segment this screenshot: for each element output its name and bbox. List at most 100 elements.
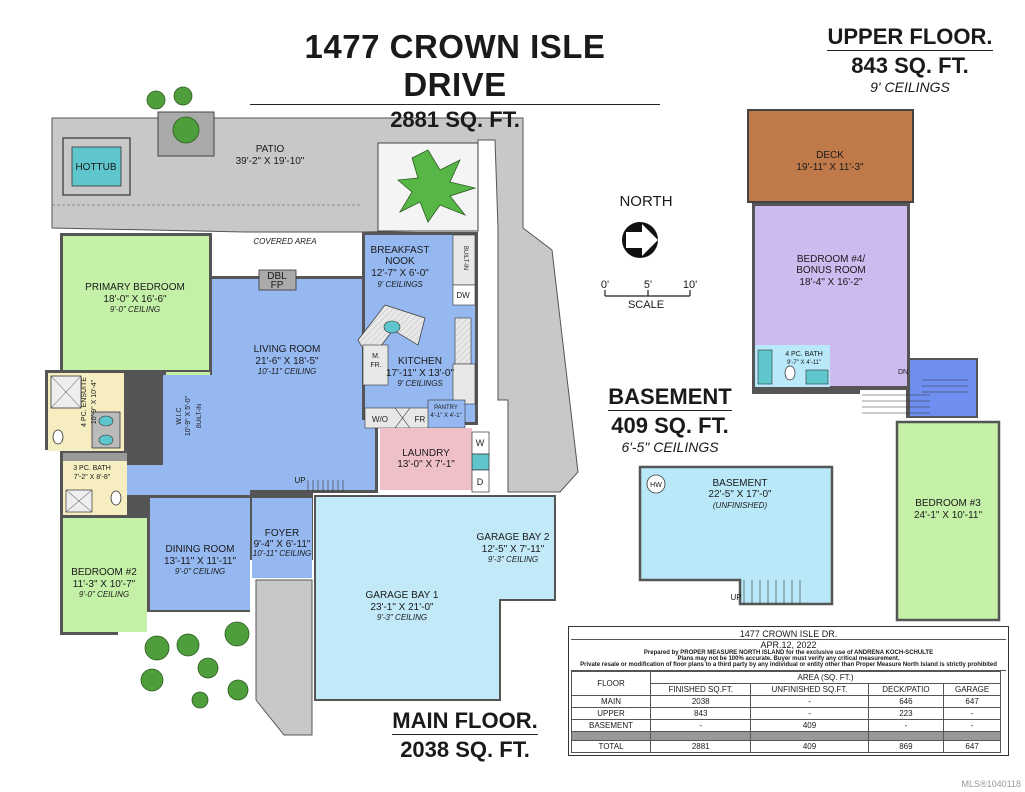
summary-disclaimer1: Plans may not be 100% accurate. Buyer mu…: [677, 656, 900, 662]
primary-bedroom-ceiling: 9'-0" CEILING: [110, 305, 160, 314]
table-cell: 223: [867, 707, 945, 720]
garage2-dims: 12'-5" X 7'-11": [482, 544, 545, 555]
dining-ceiling: 9'-0" CEILING: [175, 567, 225, 576]
scale-bar: [604, 290, 691, 297]
table-row: BASEMENT - 409 - -: [571, 719, 1001, 732]
ensuite-dims: 10'-9" X 10'-4": [91, 379, 98, 424]
tree-decoration: [140, 86, 250, 709]
fireplace: [258, 269, 297, 291]
living-ceiling: 10'-11" CEILING: [258, 367, 316, 376]
table-cell: 2038: [649, 695, 752, 708]
garage2-name: GARAGE BAY 2: [477, 532, 550, 543]
living-room: [212, 279, 362, 489]
wic-name: W.I.C: [176, 407, 183, 424]
col-unfinished: UNFINISHED SQ.FT.: [750, 683, 869, 696]
upper-bath-name: 4 PC. BATH: [785, 351, 823, 358]
col-garage: GARAGE: [943, 683, 1001, 696]
bedroom2-name: BEDROOM #2: [71, 567, 137, 578]
main-floor-heading: MAIN FLOOR. 2038 SQ. FT.: [380, 708, 550, 763]
main-floor-area: 2038 SQ. FT.: [400, 737, 530, 762]
basement-room-note: (UNFINISHED): [713, 501, 768, 510]
pantry-name: PANTRY: [434, 405, 458, 411]
summary-date: APR.12, 2022: [760, 640, 817, 650]
area-table: FLOOR AREA (SQ. FT.) FINISHED SQ.FT. UNF…: [571, 671, 1001, 753]
front-walkway: [255, 579, 313, 736]
bath3-dims: 7'-2" X 8'-8": [74, 474, 111, 481]
table-cell: -: [750, 695, 869, 708]
garage: [314, 495, 556, 701]
table-row: UPPER 843 - 223 -: [571, 707, 1001, 720]
floor-header: FLOOR: [571, 671, 651, 696]
garage1-dims: 23'-1" X 21'-0": [370, 602, 434, 613]
bedroom-3: [895, 420, 1001, 622]
basement-heading: BASEMENT 409 SQ. FT. 6'-5" CEILINGS: [595, 384, 745, 455]
total-floor: TOTAL: [571, 740, 651, 753]
breakfast-ceiling: 9' CEILINGS: [377, 280, 423, 289]
bedroom3-name: BEDROOM #3: [915, 498, 981, 509]
upper-floor-ceiling: 9' CEILINGS: [870, 79, 950, 95]
bedroom3-dims: 24'-1" X 10'-11": [914, 510, 982, 521]
palm-decoration: [397, 149, 477, 223]
dining-dims: 13'-11" X 11'-11": [164, 556, 237, 567]
pantry-dims: 4'-1" X 4'-1": [430, 413, 461, 419]
row-floor: BASEMENT: [571, 719, 651, 732]
deck-name: DECK: [816, 150, 844, 161]
table-cell: -: [943, 707, 1001, 720]
scale-tick-5: 5': [644, 279, 652, 291]
table-cell: 647: [943, 740, 1001, 753]
living-dims: 21'-6" X 18'-5": [255, 356, 319, 367]
dw-label: DW: [456, 291, 470, 300]
basement-up-label: UP: [730, 593, 741, 602]
breakfast-dims: 12'-7" X 6'-0": [371, 268, 429, 279]
scale-tick-0: 0': [601, 279, 609, 291]
laundry: [380, 428, 472, 490]
primary-bedroom: [63, 236, 209, 370]
breakfast-name1: BREAKFAST: [371, 245, 430, 256]
compass-icon: [622, 222, 658, 258]
table-cell: -: [943, 719, 1001, 732]
garage2-ceiling: 9'-3" CEILING: [488, 555, 538, 564]
table-cell: 409: [750, 740, 869, 753]
dbl-label: DBL: [267, 271, 287, 282]
col-deck: DECK/PATIO: [867, 683, 945, 696]
table-cell: -: [867, 719, 945, 732]
bedroom-2: [63, 518, 147, 632]
dryer-label: D: [477, 477, 484, 487]
foyer: [252, 498, 312, 578]
ensuite-name: 4 PC. ENSUITE: [81, 377, 88, 427]
table-cell: 646: [867, 695, 945, 708]
scale-tick-10: 10': [683, 279, 697, 291]
builtin-label: BUILT-IN: [462, 246, 468, 270]
basement-ceiling: 6'-5" CEILINGS: [621, 439, 719, 455]
basement-room-dims: 22'-5" X 17'-0": [708, 489, 772, 500]
summary-disclaimer2: Private resale or modification of floor …: [571, 662, 1006, 671]
col-finished: FINISHED SQ.FT.: [649, 683, 752, 696]
fp-label: FP: [271, 280, 284, 291]
compass-label: NORTH: [619, 193, 672, 210]
watermark: MLS®1040118: [961, 779, 1021, 789]
table-spacer-row: [571, 731, 1001, 741]
main-floor-title: MAIN FLOOR.: [392, 708, 538, 735]
wic-dims: 10'-9" X 5'-0": [185, 395, 192, 436]
upper-floor-heading: UPPER FLOOR. 843 SQ. FT. 9' CEILINGS: [815, 24, 1005, 95]
mfr-l1: M.: [372, 353, 380, 360]
basement-room-name: BASEMENT: [712, 478, 767, 489]
basement-title: BASEMENT: [608, 384, 732, 411]
table-row: MAIN 2038 - 646 647: [571, 695, 1001, 708]
kitchen-name: KITCHEN: [398, 356, 442, 367]
patio-dims: 39'-2" X 19'-10": [236, 156, 305, 167]
garage1-ceiling: 9'-3" CEILING: [377, 613, 427, 622]
table-cell: -: [750, 707, 869, 720]
table-cell: 647: [943, 695, 1001, 708]
row-floor: MAIN: [571, 695, 651, 708]
basement-area: 409 SQ. FT.: [611, 413, 729, 438]
address-title: 1477 CROWN ISLE DRIVE: [250, 28, 660, 105]
primary-bedroom-name: PRIMARY BEDROOM: [85, 282, 185, 293]
bedroom2-ceiling: 9'-0" CEILING: [79, 590, 129, 599]
upper-floor-title: UPPER FLOOR.: [827, 24, 993, 51]
area-header: AREA (SQ. FT.): [650, 671, 1001, 684]
dining-room: [150, 498, 250, 610]
bedroom2-dims: 11'-3" X 10'-7": [73, 579, 136, 590]
patio-name: PATIO: [256, 144, 285, 155]
